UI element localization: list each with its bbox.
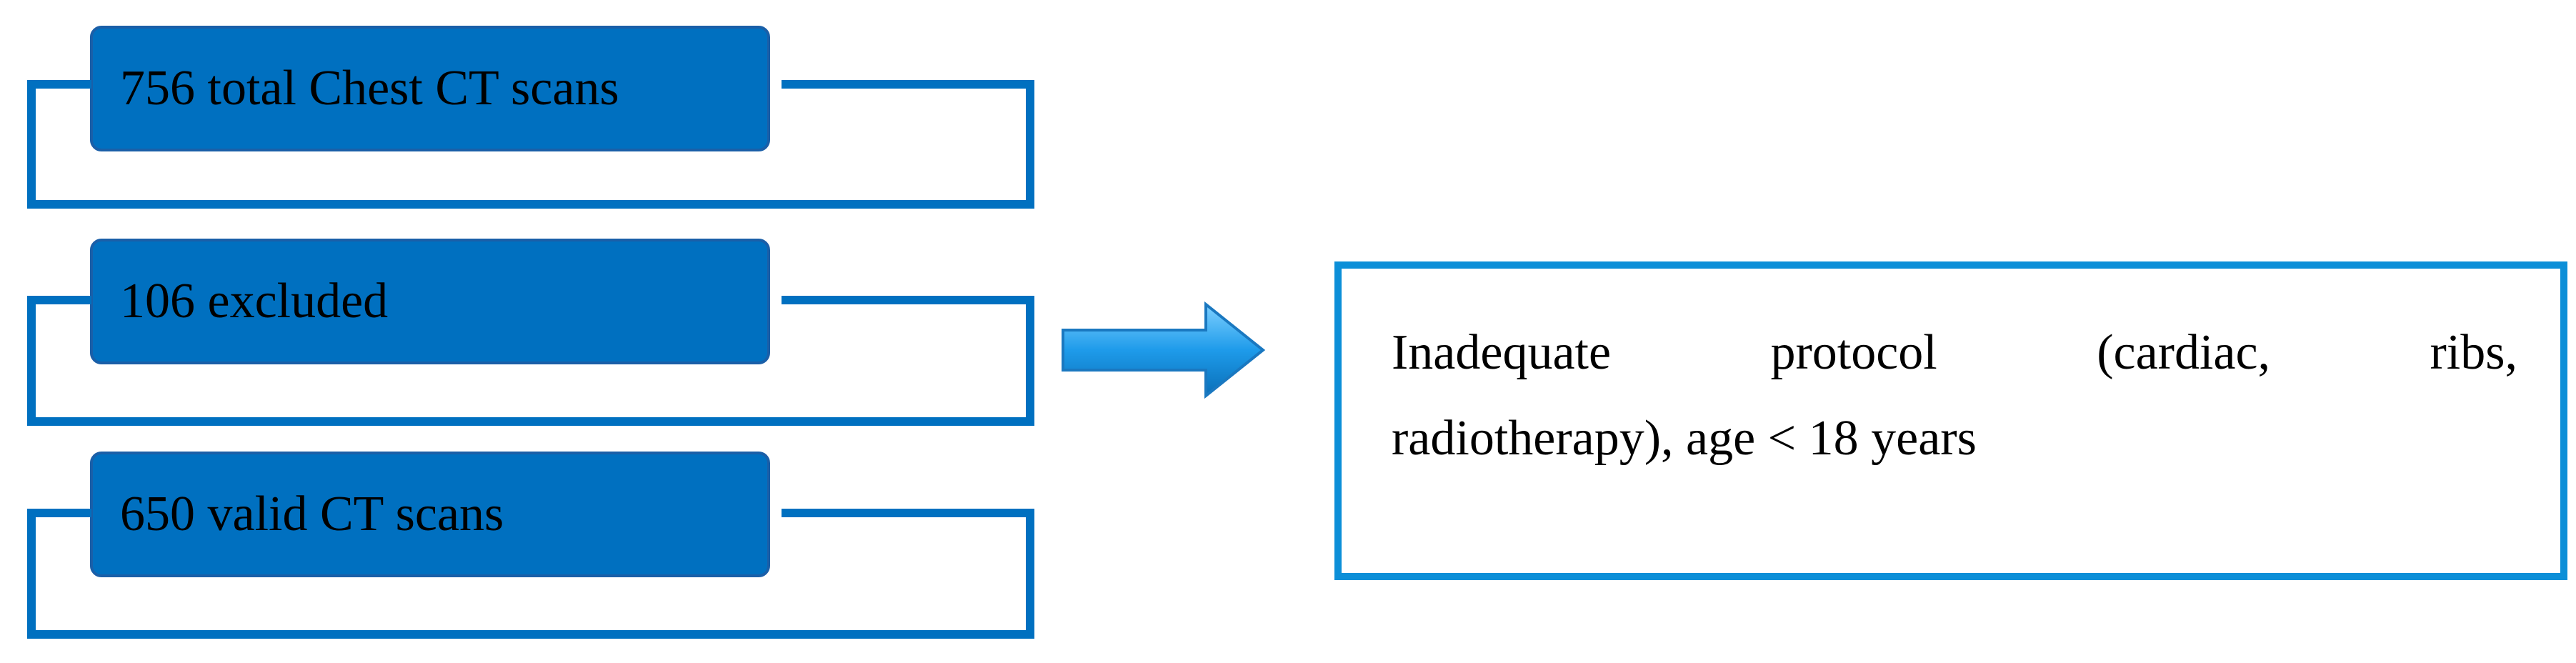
stage-1-bracket: [27, 80, 1034, 209]
exclusion-note-line-2: radiotherapy), age < 18 years: [1392, 411, 1977, 466]
stage-3-bracket: [27, 509, 1034, 639]
exclusion-note-box: Inadequate protocol (cardiac, ribs, radi…: [1334, 261, 2567, 580]
stage-1-label: 756 total Chest CT scans: [120, 61, 619, 116]
right-arrow-icon: [1062, 301, 1266, 399]
stage-2-bracket: [27, 296, 1034, 426]
stage-1-box: 756 total Chest CT scans: [90, 26, 770, 151]
stage-2-box: 106 excluded: [90, 239, 770, 364]
stage-1-bracket-gap: [27, 71, 1034, 80]
stage-3-label: 650 valid CT scans: [120, 487, 504, 542]
stage-3-box: 650 valid CT scans: [90, 452, 770, 577]
stage-3-bracket-top-left: [27, 509, 91, 517]
exclusion-note-line-1: Inadequate protocol (cardiac, ribs,: [1392, 325, 2517, 380]
stage-2-bracket-top-left: [27, 296, 91, 304]
stage-1-bracket-top-right: [782, 80, 1034, 89]
stage-3-bracket-top-right: [782, 509, 1034, 517]
stage-2-label: 106 excluded: [120, 274, 389, 329]
stage-2-bracket-top-right: [782, 296, 1034, 304]
stage-1-bracket-top-left: [27, 80, 91, 89]
